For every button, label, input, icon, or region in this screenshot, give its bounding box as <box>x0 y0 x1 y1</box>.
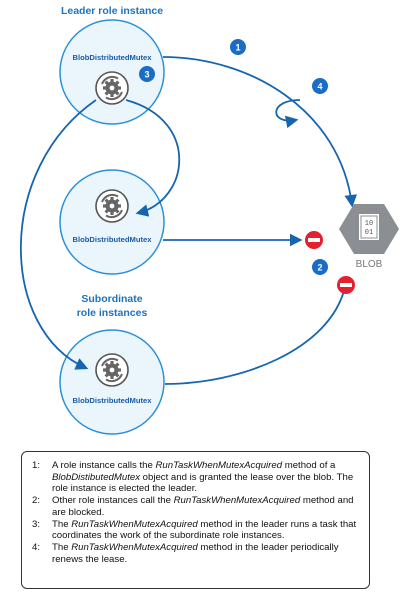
step-badge-1: 1 <box>230 39 246 55</box>
svg-text:3: 3 <box>144 70 149 80</box>
leader-election-diagram: Leader role instance Subordinate role in… <box>19 5 399 435</box>
lease-arrow <box>162 56 357 208</box>
legend-list: 1: A role instance calls the RunTaskWhenM… <box>32 460 359 565</box>
blob-storage: 10 01 BLOB <box>339 204 399 270</box>
subordinate-stop-icon <box>337 276 355 294</box>
legend-code-term: RunTaskWhenMutexAcquired <box>71 518 198 530</box>
legend-code-term: RunTaskWhenMutexAcquired <box>155 460 283 471</box>
svg-text:1: 1 <box>235 43 240 53</box>
legend-number: 1: <box>32 460 41 471</box>
subordinate-wait-arc <box>164 286 346 385</box>
legend-code-term: RunTaskWhenMutexAcquired <box>71 542 198 553</box>
subordinate-gear-icon <box>95 353 129 387</box>
leader-instance: BlobDistributedMutex <box>59 19 165 125</box>
subordinate-instance-label: BlobDistributedMutex <box>73 396 153 405</box>
leader-instance-label: BlobDistributedMutex <box>73 53 153 62</box>
blob-file-icon: 10 01 <box>359 214 379 240</box>
subordinate-instance: BlobDistributedMutex <box>59 329 165 435</box>
leader-title: Leader role instance <box>61 5 163 17</box>
blob-icon-top: 10 <box>365 220 373 228</box>
renew-loop-arrow <box>275 99 301 129</box>
legend-number: 3: <box>32 518 41 530</box>
blob-icon-bottom: 01 <box>365 229 373 237</box>
legend-text: The <box>52 542 72 553</box>
legend-number: 2: <box>32 495 41 506</box>
coordinate-arrow-to-subordinate <box>19 99 97 370</box>
blocked-gear-icon <box>95 189 129 223</box>
legend-text: Other role instances call the <box>52 495 174 506</box>
legend-item: 4: The RunTaskWhenMutexAcquired method in… <box>32 542 359 565</box>
step-badge-4: 4 <box>312 78 328 94</box>
leader-gear-icon <box>95 71 129 105</box>
legend-text: method and are blocked. <box>52 495 354 518</box>
legend-text: A role instance calls the <box>52 460 156 471</box>
subordinate-title-line2: role instances <box>77 307 148 319</box>
legend-code-term: BlobDistibutedMutex <box>52 471 140 483</box>
legend-item: 2: Other role instances call the RunTaskW… <box>32 495 359 518</box>
blocked-instance: BlobDistributedMutex <box>59 169 165 275</box>
svg-text:4: 4 <box>317 82 322 92</box>
blocked-stop-icon <box>305 231 323 249</box>
subordinate-title-line1: Subordinate <box>81 293 142 305</box>
legend-box: 1: A role instance calls the RunTaskWhenM… <box>21 451 370 589</box>
legend-text: method of a <box>282 460 336 471</box>
legend-number: 4: <box>32 542 41 553</box>
legend-item: 1: A role instance calls the RunTaskWhenM… <box>32 460 359 495</box>
legend-code-term: RunTaskWhenMutexAcquired <box>173 495 301 506</box>
legend-text: object and is granted the lease over the… <box>52 471 354 495</box>
step-badge-3: 3 <box>139 66 155 82</box>
svg-text:2: 2 <box>317 263 322 273</box>
legend-text: method in the leader periodically renews… <box>52 542 339 565</box>
blocked-instance-label: BlobDistributedMutex <box>73 235 153 244</box>
coordinate-arrow-to-blocked <box>125 99 180 217</box>
legend-text: The <box>52 518 72 530</box>
step-badge-2: 2 <box>312 259 328 275</box>
legend-item: 3: The RunTaskWhenMutexAcquired method in… <box>32 519 359 542</box>
legend-text: method in the leader runs a task that co… <box>52 518 357 542</box>
blob-label: BLOB <box>356 259 383 270</box>
